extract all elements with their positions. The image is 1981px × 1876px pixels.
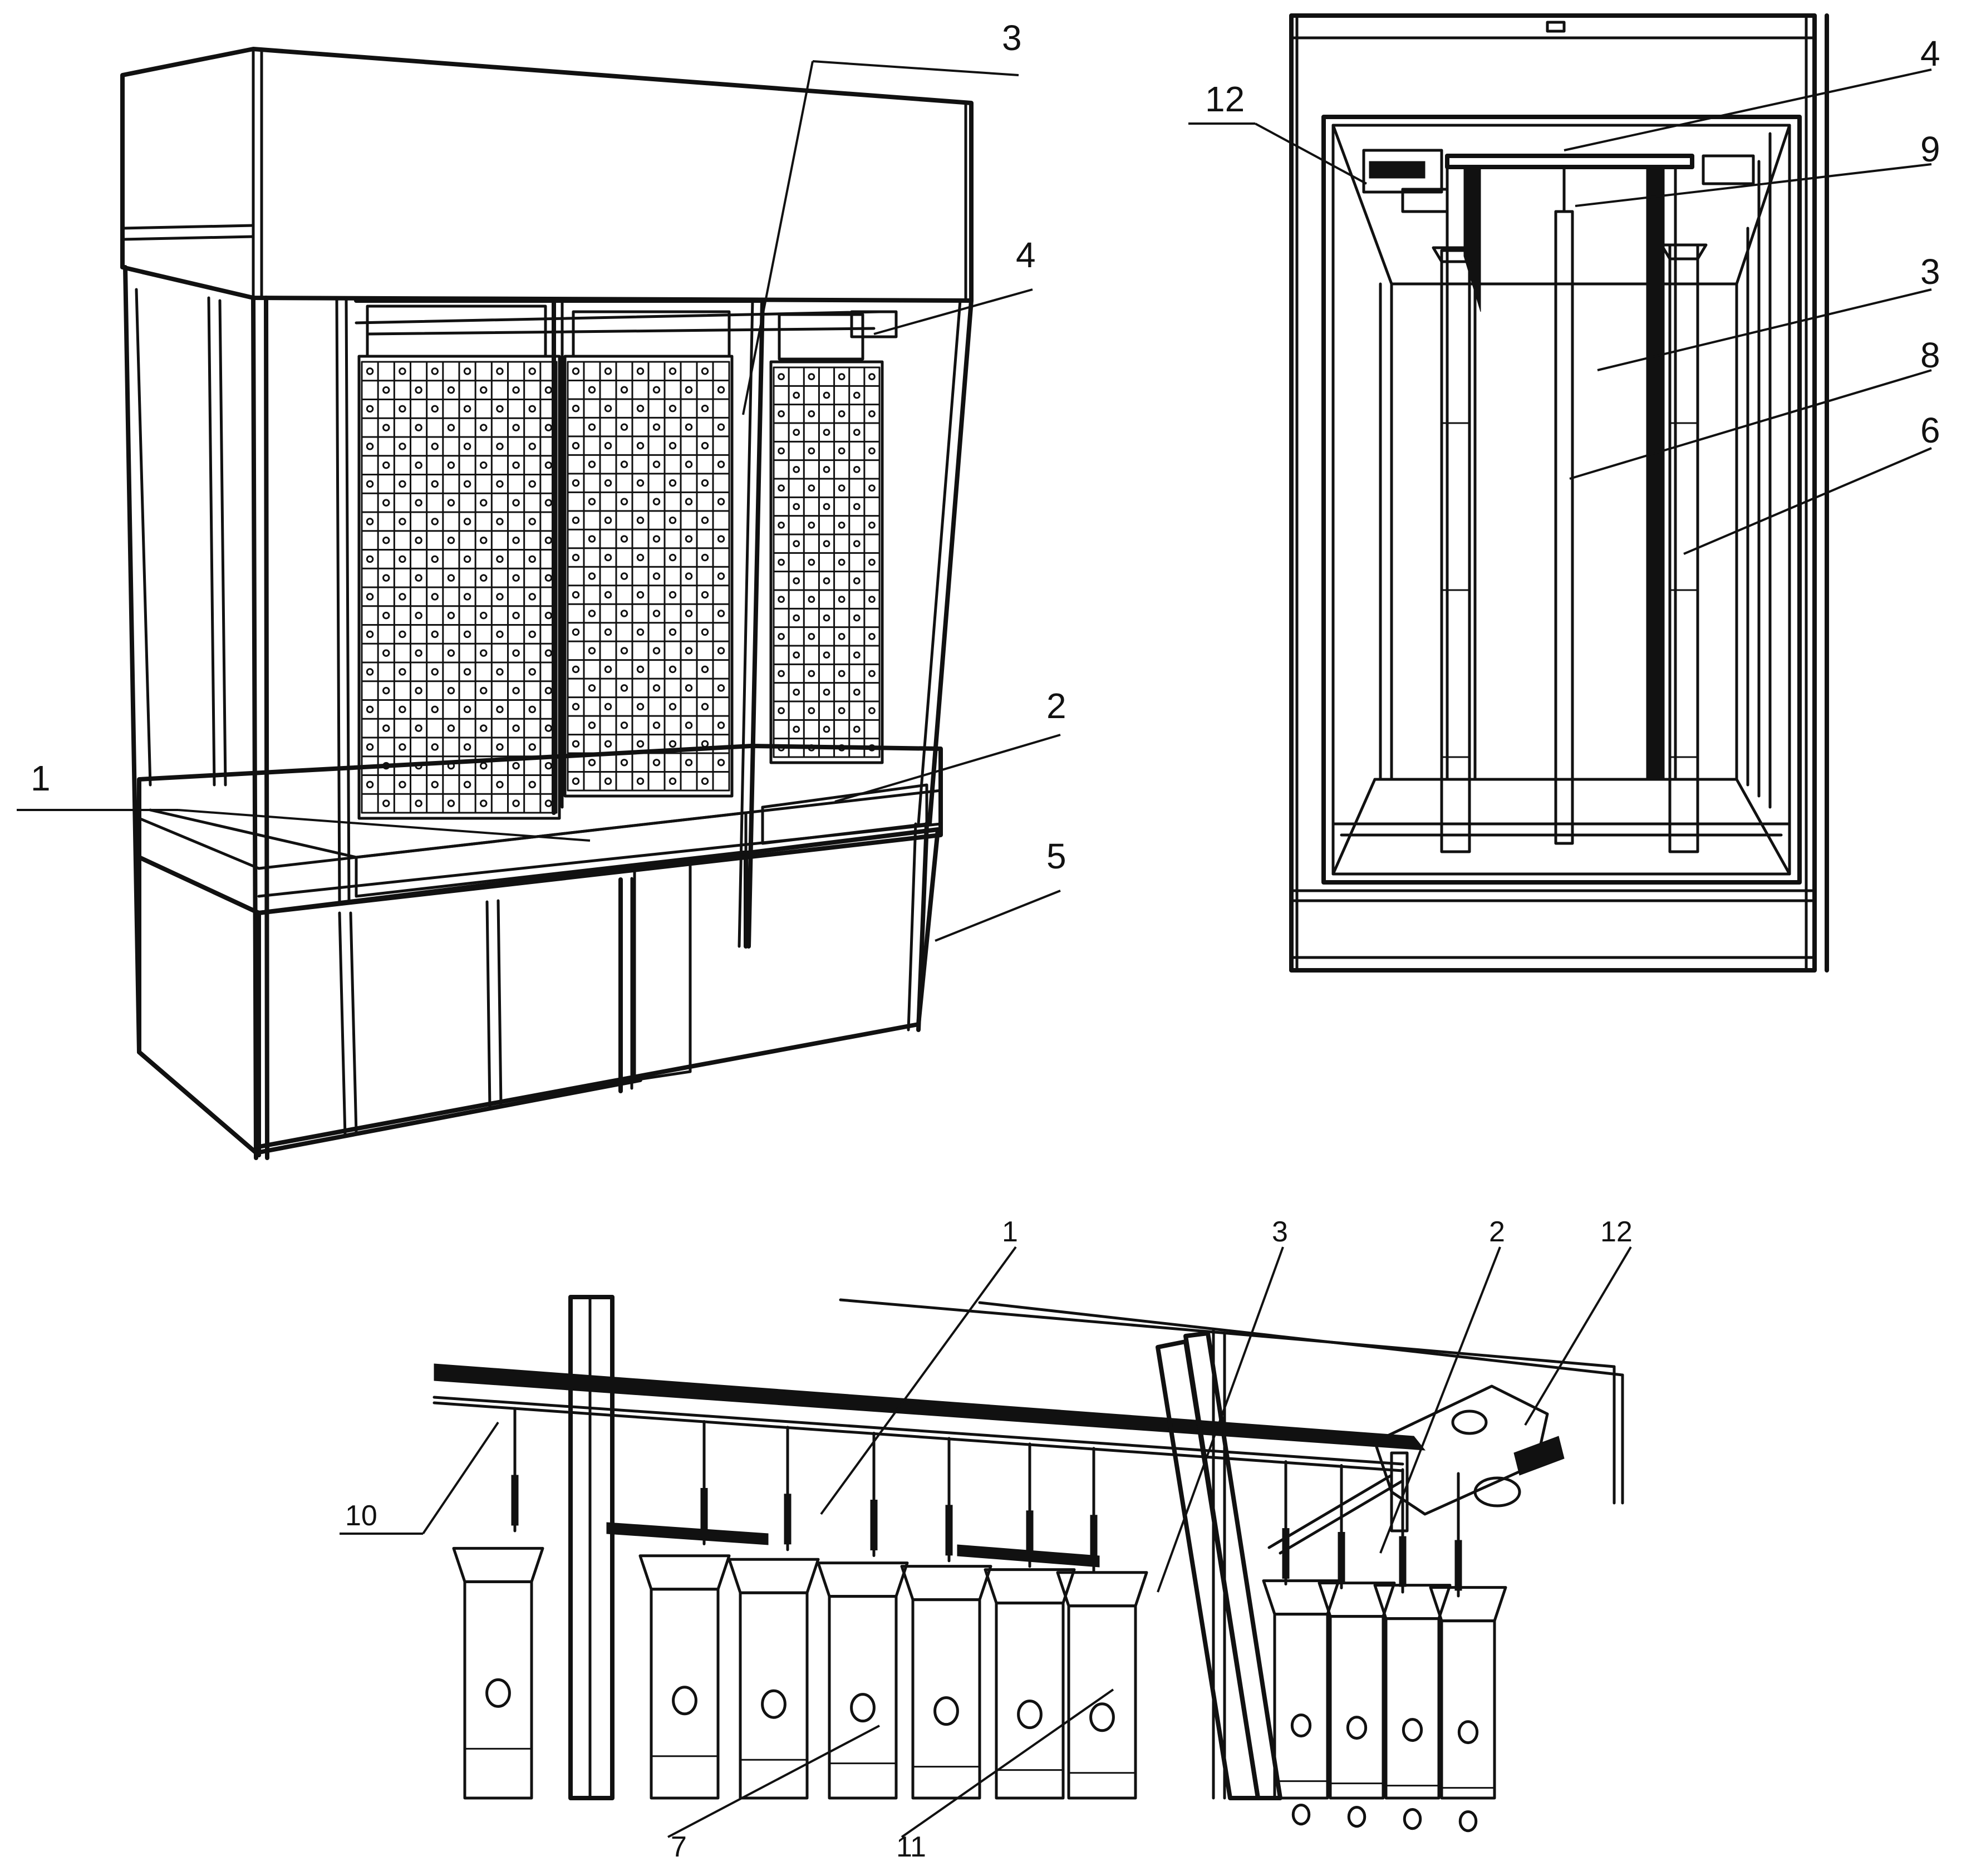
label-b-8: 8 [1920,335,1940,375]
hanger-array-left [357,355,561,820]
label-c-10: 10 [345,1500,377,1532]
figure-front-view: 12 4 9 3 8 6 [1188,13,1940,973]
label-c-11: 11 [896,1831,926,1863]
hanger-array-right [769,360,884,764]
hanger-array-middle [563,355,734,798]
label-b-4: 4 [1920,33,1940,73]
label-b-12: 12 [1205,79,1245,119]
label-c-1: 1 [1002,1216,1018,1248]
label-c-2: 2 [1489,1216,1505,1248]
label-b-9: 9 [1920,129,1940,169]
label-a-3: 3 [1002,18,1022,58]
label-c-12: 12 [1600,1216,1633,1248]
label-a-2: 2 [1046,686,1066,726]
figure-detail-view: 1 3 2 12 10 7 11 [340,1216,1633,1863]
label-b-3: 3 [1920,252,1940,292]
figure-perspective-view: 3 4 2 1 5 [17,18,1066,1160]
label-a-1: 1 [31,758,51,798]
label-a-4: 4 [1016,235,1036,275]
label-a-5: 5 [1046,836,1066,876]
label-c-7: 7 [671,1831,687,1863]
label-c-3: 3 [1272,1216,1288,1248]
label-b-6: 6 [1920,410,1940,450]
